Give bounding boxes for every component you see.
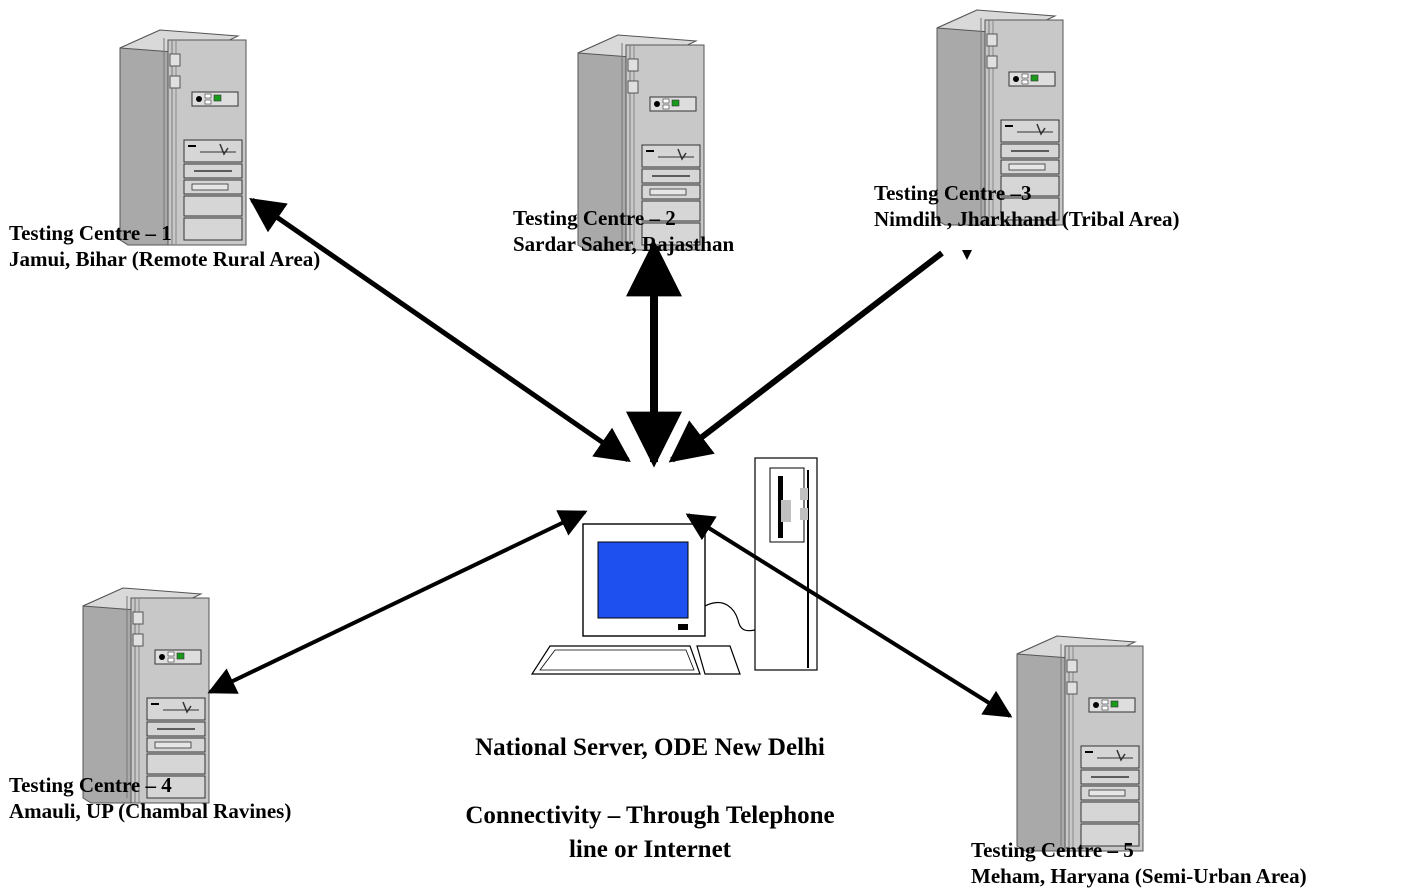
centre-1-location: Jamui, Bihar (Remote Rural Area): [9, 247, 321, 271]
national-server-computer-icon: [530, 457, 818, 675]
connectivity-line-1: Connectivity – Through Telephone: [465, 802, 835, 829]
centre-3-title: Testing Centre –3: [874, 181, 1032, 205]
testing-centre-4-computer-icon: [82, 587, 210, 804]
arrow-centre-3: [668, 250, 944, 463]
national-server-label: National Server, ODE New Delhi: [475, 734, 825, 761]
centre-2-title: Testing Centre – 2: [513, 206, 676, 230]
testing-centre-3-label: Testing Centre –3 Nimdih , Jharkhand (Tr…: [874, 180, 1180, 232]
connection-arrows: [207, 197, 1013, 718]
centre-5-title: Testing Centre – 5: [971, 838, 1134, 862]
testing-centre-2-label: Testing Centre – 2 Sardar Saher, Rajasth…: [513, 205, 734, 257]
arrow-centre-5: [685, 513, 1013, 718]
centre-4-location: Amauli, UP (Chambal Ravines): [9, 799, 292, 823]
testing-centre-4-label: Testing Centre – 4 Amauli, UP (Chambal R…: [9, 772, 291, 824]
centre-5-location: Meham, Haryana (Semi-Urban Area): [971, 864, 1307, 888]
testing-centre-1-computer-icon: [119, 29, 247, 246]
testing-centre-1-label: Testing Centre – 1 Jamui, Bihar (Remote …: [9, 220, 320, 272]
centre-1-title: Testing Centre – 1: [9, 221, 172, 245]
centre-2-location: Sardar Saher, Rajasthan: [513, 232, 735, 256]
centre-3-location: Nimdih , Jharkhand (Tribal Area): [874, 207, 1180, 231]
connectivity-line-2: line or Internet: [568, 836, 731, 863]
arrow-centre-1: [249, 197, 631, 463]
testing-centre-5-label: Testing Centre – 5 Meham, Haryana (Semi-…: [971, 837, 1307, 889]
testing-centre-5-computer-icon: [1016, 635, 1144, 852]
arrow-tip-centre-3: [962, 250, 972, 260]
centre-4-title: Testing Centre – 4: [9, 773, 172, 797]
arrow-centre-4: [207, 510, 588, 694]
connectivity-label: Connectivity – Through Telephone line or…: [390, 799, 910, 867]
